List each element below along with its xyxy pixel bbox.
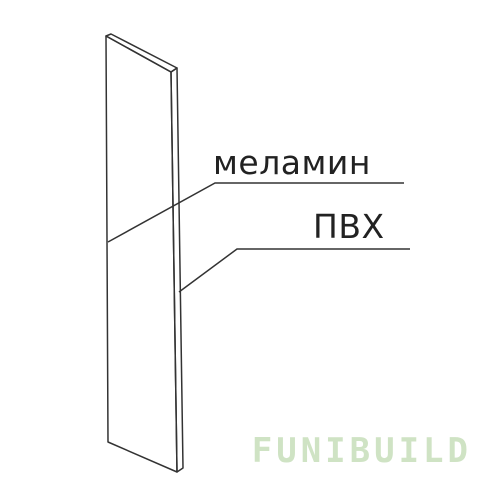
watermark-logo: FUNIBUILD bbox=[251, 431, 472, 471]
panel-top-edge bbox=[105, 33, 178, 73]
pvc-leader-line bbox=[178, 248, 410, 293]
panel-side-edge bbox=[170, 67, 184, 473]
melamine-leader-line bbox=[107, 182, 404, 243]
panel-front-face bbox=[105, 35, 178, 473]
pvc-label: ПВХ bbox=[313, 207, 385, 246]
melamine-label: меламин bbox=[213, 143, 371, 182]
